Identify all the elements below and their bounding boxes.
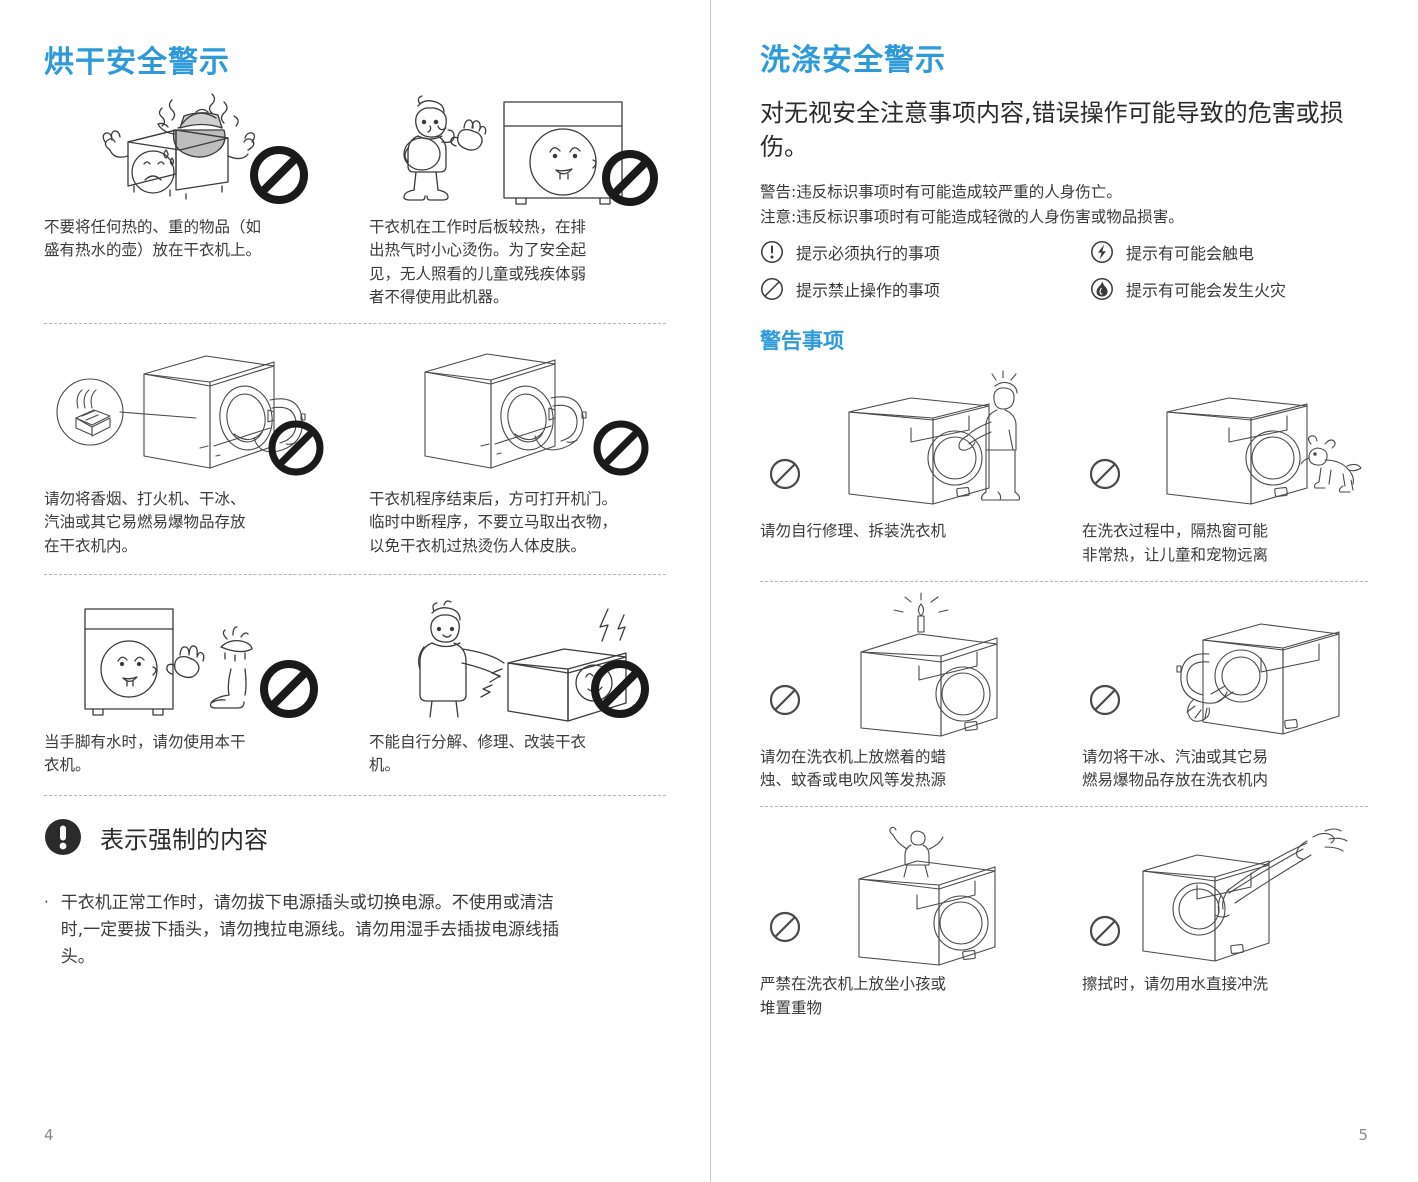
exclamation-circle-filled-icon [45,819,81,856]
warning-cell: 请勿自行修理、拆装洗衣机 [760,370,1064,567]
page-left: 烘干安全警示 [44,45,666,1144]
illustration-person-repairing-washer [760,370,1050,510]
illustration-child-near-hot-dryer [369,78,666,206]
prohibition-icon [769,459,801,490]
page-number-right: 5 [1358,1126,1368,1144]
warning-caption: 请勿将干冰、汽油或其它易 燃易爆物品存放在洗衣机内 [1082,747,1269,790]
prohibition-icon [1089,459,1121,490]
mandatory-label: 表示强制的内容 [100,825,268,854]
illustration-kettle-on-dryer [44,78,337,206]
warning-cell: 当手脚有水时，请勿使用本干 衣机。 [44,593,355,778]
icon-legend: 提示必须执行的事项 提示有可能会触电 提示禁止操作的事项 [760,240,1368,301]
warning-cell: 请勿将香烟、打火机、干冰、 汽油或其它易燃易爆物品存放 在干衣机内。 [44,338,355,558]
divider [760,806,1368,808]
illustration-wet-hands-feet [44,593,337,721]
warning-cell: 请勿在洗衣机上放燃着的蜡 烛、蚊香或电吹风等发热源 [760,592,1064,793]
divider [44,795,666,797]
warning-caption: 不能自行分解、修理、改装干衣 机。 [369,732,587,774]
warning-caption: 当手脚有水时，请勿使用本干 衣机。 [44,732,246,774]
divider [44,573,666,575]
warning-caption: 擦拭时，请勿用水直接冲洗 [1082,975,1269,994]
page-title-right: 洗涤安全警示 [760,43,946,78]
bullet-text: 干衣机正常工作时，请勿拔下电源插头或切换电源。不使用或清洁 时,一定要拔下插头，… [60,893,560,967]
warning-cell: 干衣机程序结束后，方可打开机门。 临时中断程序，不要立马取出衣物， 以免干衣机过… [355,338,666,558]
legend-item-prohibited: 提示禁止操作的事项 [760,277,1090,301]
warning-caption: 干衣机在工作时后板较热，在排 出热气时小心烫伤。为了安全起 见，无人照看的儿童或… [369,218,587,306]
dryer-warning-grid-3: 当手脚有水时，请勿使用本干 衣机。 [44,593,666,778]
dryer-warning-grid: 不要将任何热的、重的物品（如 盛有热水的壶）放在干衣机上。 [44,78,666,309]
illustration-child-sitting-on-washer [760,823,1050,966]
prohibition-icon [259,659,318,718]
warning-caption: 请勿在洗衣机上放燃着的蜡 烛、蚊香或电吹风等发热源 [760,747,947,790]
prohibition-icon [1089,916,1121,947]
warning-section-title: 警告事项 [760,329,844,354]
illustration-open-door-after-program [369,338,666,478]
washer-warning-grid: 请勿自行修理、拆装洗衣机 [760,370,1368,567]
legend-label: 提示有可能会触电 [1126,244,1255,264]
note-caution: 注意:违反标识事项时有可能造成轻微的人身伤害或物品损害。 [760,208,1184,227]
warning-caption: 请勿将香烟、打火机、干冰、 汽油或其它易燃易爆物品存放 在干衣机内。 [44,490,246,555]
washer-warning-grid-3: 严禁在洗衣机上放坐小孩或 堆置重物 [760,823,1368,1020]
illustration-no-self-repair-dryer [369,593,666,722]
warning-caption: 在洗衣过程中，隔热窗可能 非常热，让儿童和宠物远离 [1082,522,1269,564]
page-right: 洗涤安全警示 对无视安全注意事项内容,错误操作可能导致的危害或损伤。 警告:违反… [710,0,1418,1182]
warning-caption: 严禁在洗衣机上放坐小孩或 堆置重物 [760,975,947,1017]
notes-block: 警告:违反标识事项时有可能造成较严重的人身伤亡。 注意:违反标识事项时有可能造成… [760,180,1368,230]
prohibition-icon [769,684,801,715]
prohibition-icon [1089,684,1121,715]
warning-cell: 严禁在洗衣机上放坐小孩或 堆置重物 [760,823,1064,1020]
illustration-pet-near-hot-window [1082,370,1368,510]
warning-caption: 不要将任何热的、重的物品（如 盛有热水的壶）放在干衣机上。 [44,218,262,260]
divider [44,323,666,324]
warning-caption: 请勿自行修理、拆装洗衣机 [760,522,947,541]
mandatory-bullet: · 干衣机正常工作时，请勿拔下电源插头或切换电源。不使用或清洁 时,一定要拔下插… [44,890,666,971]
warning-cell: 不能自行分解、修理、改装干衣 机。 [355,593,666,778]
warning-caption: 干衣机程序结束后，方可打开机门。 临时中断程序，不要立马取出衣物， 以免干衣机过… [369,490,618,555]
electric-shock-icon [1091,241,1113,264]
prohibition-icon [769,912,801,943]
prohibition-icon [249,146,308,204]
prohibition-icon [268,420,323,476]
warning-cell: 擦拭时，请勿用水直接冲洗 [1064,823,1368,1020]
warning-cell: 干衣机在工作时后板较热，在排 出热气时小心烫伤。为了安全起 见，无人照看的儿童或… [355,78,666,309]
illustration-candle-on-washer [760,592,1050,737]
prohibition-icon [761,278,783,301]
legend-label: 提示必须执行的事项 [796,244,941,264]
prohibition-icon [590,659,649,718]
warning-cell: 请勿将干冰、汽油或其它易 燃易爆物品存放在洗衣机内 [1064,596,1368,793]
page-title-left: 烘干安全警示 [44,45,230,80]
mandatory-section-header: 表示强制的内容 [44,818,666,856]
illustration-flammables-in-washer [1082,596,1368,736]
legend-item-shock: 提示有可能会触电 [1090,240,1368,264]
warning-cell: 在洗衣过程中，隔热窗可能 非常热，让儿童和宠物远离 [1064,370,1368,567]
page-number-left: 4 [44,1126,54,1144]
legend-label: 提示有可能会发生火灾 [1126,281,1287,301]
prohibition-icon [593,420,648,476]
illustration-flammables-in-dryer [44,338,337,478]
divider [760,580,1368,582]
fire-icon [1091,278,1113,301]
legend-label: 提示禁止操作的事项 [796,281,941,301]
dryer-warning-grid-2: 请勿将香烟、打火机、干冰、 汽油或其它易燃易爆物品存放 在干衣机内。 [44,338,666,558]
page-gutter [710,0,711,1182]
warning-cell: 不要将任何热的、重的物品（如 盛有热水的壶）放在干衣机上。 [44,78,355,309]
illustration-water-spray-on-washer [1082,823,1368,963]
legend-item-mandatory: 提示必须执行的事项 [760,240,1090,264]
legend-item-fire: 提示有可能会发生火灾 [1090,277,1368,301]
exclamation-circle-icon [761,241,783,264]
lead-paragraph: 对无视安全注意事项内容,错误操作可能导致的危害或损伤。 [760,99,1344,162]
washer-warning-grid-2: 请勿在洗衣机上放燃着的蜡 烛、蚊香或电吹风等发热源 [760,592,1368,793]
note-warning: 警告:违反标识事项时有可能造成较严重的人身伤亡。 [760,183,1122,202]
prohibition-icon [601,150,658,206]
bullet-marker: · [44,893,49,912]
